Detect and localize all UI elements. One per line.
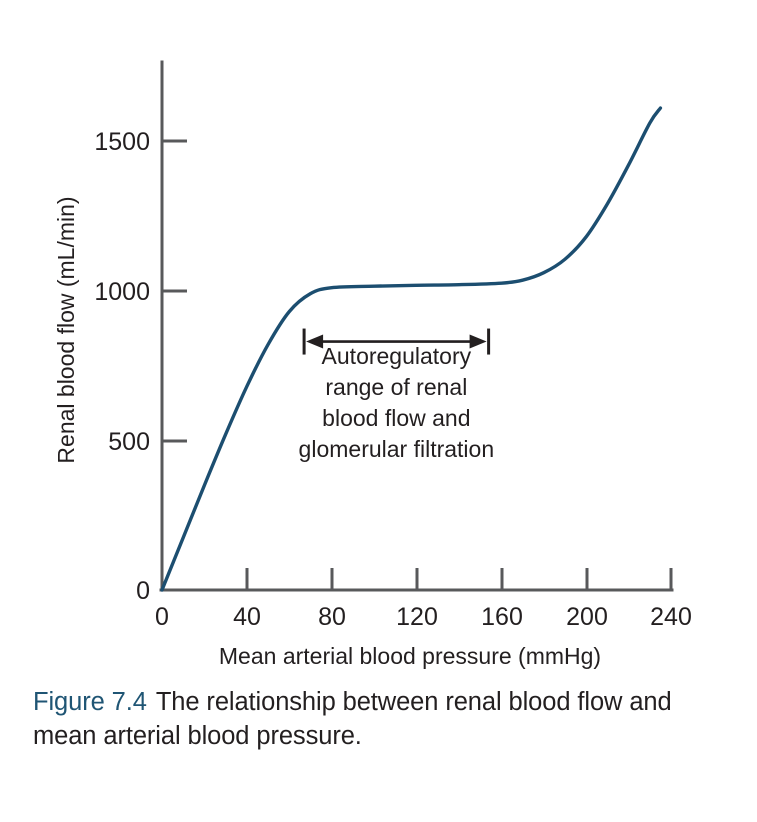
chart-plot-area: 1500 1000 500 0 0 40 80 120 160	[53, 60, 692, 669]
annotation-arrowhead-right	[469, 334, 487, 349]
figure-caption-text: The relationship between renal blood flo…	[33, 688, 672, 750]
annotation-arrowhead-left	[306, 334, 324, 349]
axis-lines	[159, 60, 674, 592]
annotation-line-1: Autoregulatory	[322, 343, 472, 369]
x-tick-label-120: 120	[396, 603, 438, 631]
x-tick-label-160: 160	[481, 603, 523, 631]
figure-number: Figure 7.4	[33, 688, 147, 716]
renal-blood-flow-chart: 1500 1000 500 0 0 40 80 120 160	[53, 60, 692, 669]
y-tick-label-0: 0	[136, 577, 150, 605]
annotation-line-4: glomerular filtration	[299, 436, 495, 462]
x-tick-label-40: 40	[233, 603, 261, 631]
x-tick-label-0: 0	[155, 603, 169, 631]
x-axis-ticks	[245, 568, 673, 590]
annotation-line-3: blood flow and	[322, 405, 470, 431]
autoregulatory-range-label: Autoregulatory range of renal blood flow…	[299, 343, 495, 462]
x-tick-label-240: 240	[650, 603, 692, 631]
x-tick-label-200: 200	[566, 603, 608, 631]
y-tick-label-1500: 1500	[94, 128, 150, 156]
x-axis-tick-labels: 0 40 80 120 160 200 240	[155, 603, 692, 631]
x-axis-title: Mean arterial blood pressure (mmHg)	[219, 643, 601, 669]
autoregulatory-range-annotation	[302, 328, 491, 355]
y-axis-ticks	[162, 139, 187, 443]
annotation-line-2: range of renal	[325, 374, 467, 400]
y-tick-label-1000: 1000	[94, 278, 150, 306]
renal-blood-flow-curve	[160, 106, 663, 592]
y-axis-tick-labels: 1500 1000 500 0	[94, 128, 150, 605]
x-tick-label-80: 80	[318, 603, 346, 631]
y-axis-title: Renal blood flow (mL/min)	[53, 196, 79, 463]
y-tick-label-500: 500	[108, 428, 150, 456]
